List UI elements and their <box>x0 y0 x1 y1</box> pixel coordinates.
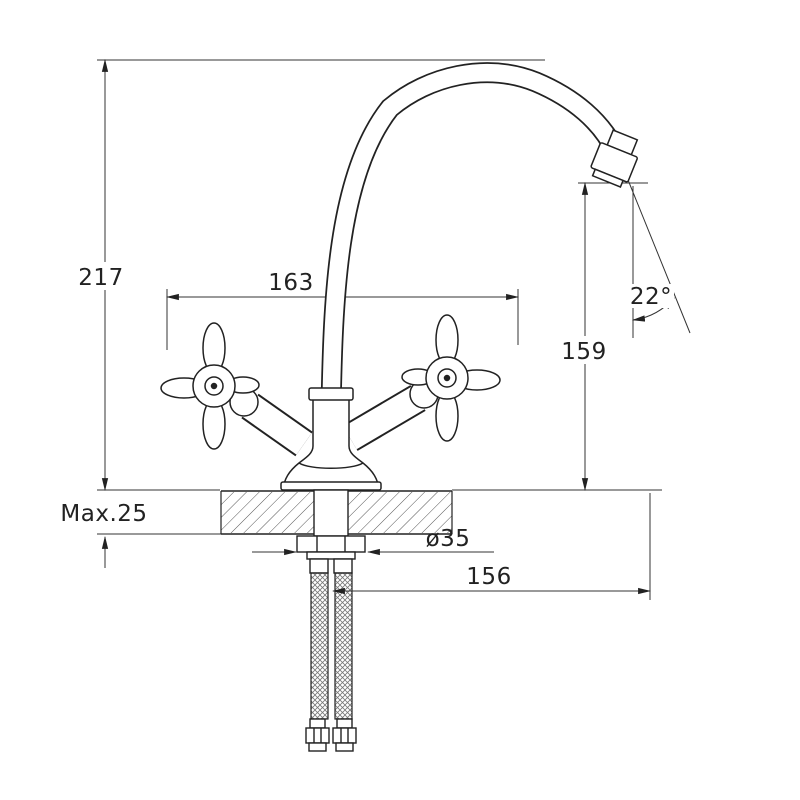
dim-max25-label: Max.25 <box>60 501 147 527</box>
dim-dia35-label: ø35 <box>426 526 471 552</box>
faucet-body <box>280 387 382 491</box>
left-handle-screw <box>210 382 218 390</box>
counter-hatch-left <box>221 492 314 533</box>
counter-hatch-right <box>348 492 452 533</box>
dimension-lines-over <box>252 548 652 595</box>
left-hose <box>310 572 329 720</box>
dim-159-label: 159 <box>561 339 606 365</box>
right-hose-ferrule <box>333 558 353 574</box>
mounting-hardware <box>296 489 366 574</box>
dim-217-label: 217 <box>78 265 123 291</box>
mask-max25 <box>58 498 152 528</box>
mask-217 <box>75 262 127 290</box>
left-hose-ferrule <box>309 558 329 574</box>
right-end-ferrule <box>336 718 353 729</box>
dim-angle-label: 22° <box>630 284 672 310</box>
dim-163-label: 163 <box>268 270 313 296</box>
right-end-tip <box>335 742 354 752</box>
faucet <box>160 62 639 752</box>
right-handle-screw <box>443 374 451 382</box>
base-plate <box>280 481 382 491</box>
left-end-ferrule <box>309 718 326 729</box>
counter-section <box>220 490 453 535</box>
mask-22deg <box>630 284 674 308</box>
right-end-nut <box>332 727 357 744</box>
right-hose <box>334 572 353 720</box>
angle-slant-line <box>623 169 691 334</box>
spout <box>320 62 626 411</box>
spout-body <box>322 63 624 411</box>
aerator <box>590 129 639 188</box>
hose-end-fittings <box>305 718 357 752</box>
mounting-nut <box>296 535 366 553</box>
right-handle <box>401 314 501 442</box>
left-end-nut <box>305 727 330 744</box>
threaded-shank <box>313 489 349 537</box>
supply-hoses <box>310 572 353 720</box>
left-handle <box>160 322 260 450</box>
dim-156-label: 156 <box>466 564 511 590</box>
right-stem <box>343 386 425 450</box>
left-stem <box>242 395 312 455</box>
left-end-tip <box>308 742 327 752</box>
dimension-labels: 217 163 159 22° Max.25 ø35 156 <box>58 262 674 590</box>
body-seam <box>298 462 364 469</box>
handle-stems <box>229 379 439 457</box>
washer <box>306 551 356 560</box>
spout-collar-nut <box>308 387 354 401</box>
mask-159 <box>556 336 612 364</box>
aerator-tip <box>591 168 625 188</box>
